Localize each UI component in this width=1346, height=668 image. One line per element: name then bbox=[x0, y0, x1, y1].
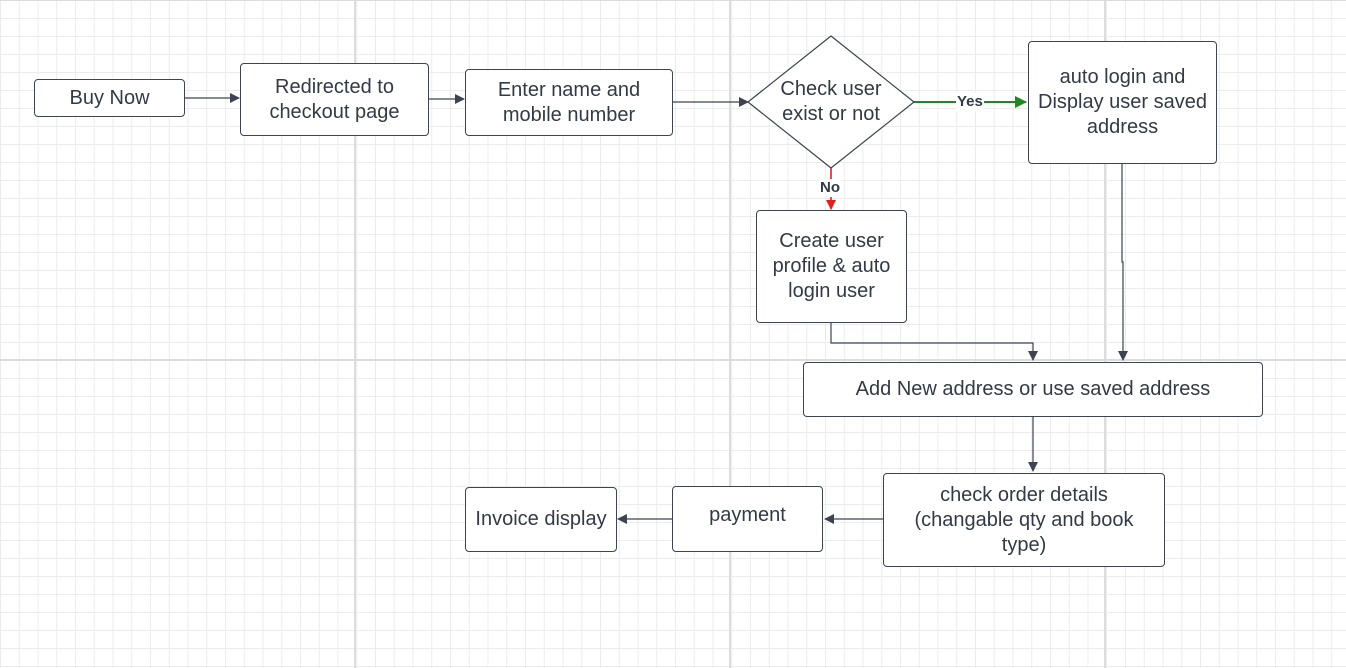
node-enter-name-mobile[interactable]: Enter name and mobile number bbox=[465, 69, 673, 136]
node-add-new-address[interactable]: Add New address or use saved address bbox=[803, 362, 1263, 417]
node-check-order-details-label: check order details (changable qty and b… bbox=[914, 483, 1134, 556]
node-invoice-display[interactable]: Invoice display bbox=[465, 487, 617, 552]
edge-label-no: No bbox=[819, 179, 841, 197]
node-add-new-address-label: Add New address or use saved address bbox=[855, 378, 1211, 400]
node-check-order-details[interactable]: check order details (changable qty and b… bbox=[883, 473, 1165, 567]
decision-diamond-shape bbox=[747, 35, 915, 169]
edge-label-yes: Yes bbox=[956, 93, 984, 111]
node-payment-label: payment bbox=[709, 503, 786, 526]
node-auto-login-display[interactable]: auto login and Display user saved addres… bbox=[1028, 41, 1217, 164]
node-payment[interactable]: payment bbox=[672, 486, 823, 552]
node-buy-now[interactable]: Buy Now bbox=[34, 79, 185, 117]
node-enter-name-mobile-label: Enter name and mobile number bbox=[497, 78, 641, 126]
node-create-user-profile[interactable]: Create user profile & auto login user bbox=[756, 210, 907, 323]
node-check-user-exist[interactable]: Check user exist or not bbox=[770, 63, 892, 141]
node-auto-login-display-label: auto login and Display user saved addres… bbox=[1038, 66, 1207, 138]
edge-auto-login-to-add-address bbox=[1118, 164, 1128, 361]
node-buy-now-label: Buy Now bbox=[69, 86, 150, 109]
edge-create-profile-to-add-address bbox=[830, 323, 1038, 361]
node-check-user-exist-label: Check user exist or not bbox=[780, 78, 882, 125]
node-redirected-checkout-label: Redirected to checkout page bbox=[269, 75, 400, 123]
node-redirected-checkout[interactable]: Redirected to checkout page bbox=[240, 63, 429, 136]
node-invoice-display-label: Invoice display bbox=[475, 508, 607, 530]
node-create-user-profile-label: Create user profile & auto login user bbox=[772, 230, 891, 302]
